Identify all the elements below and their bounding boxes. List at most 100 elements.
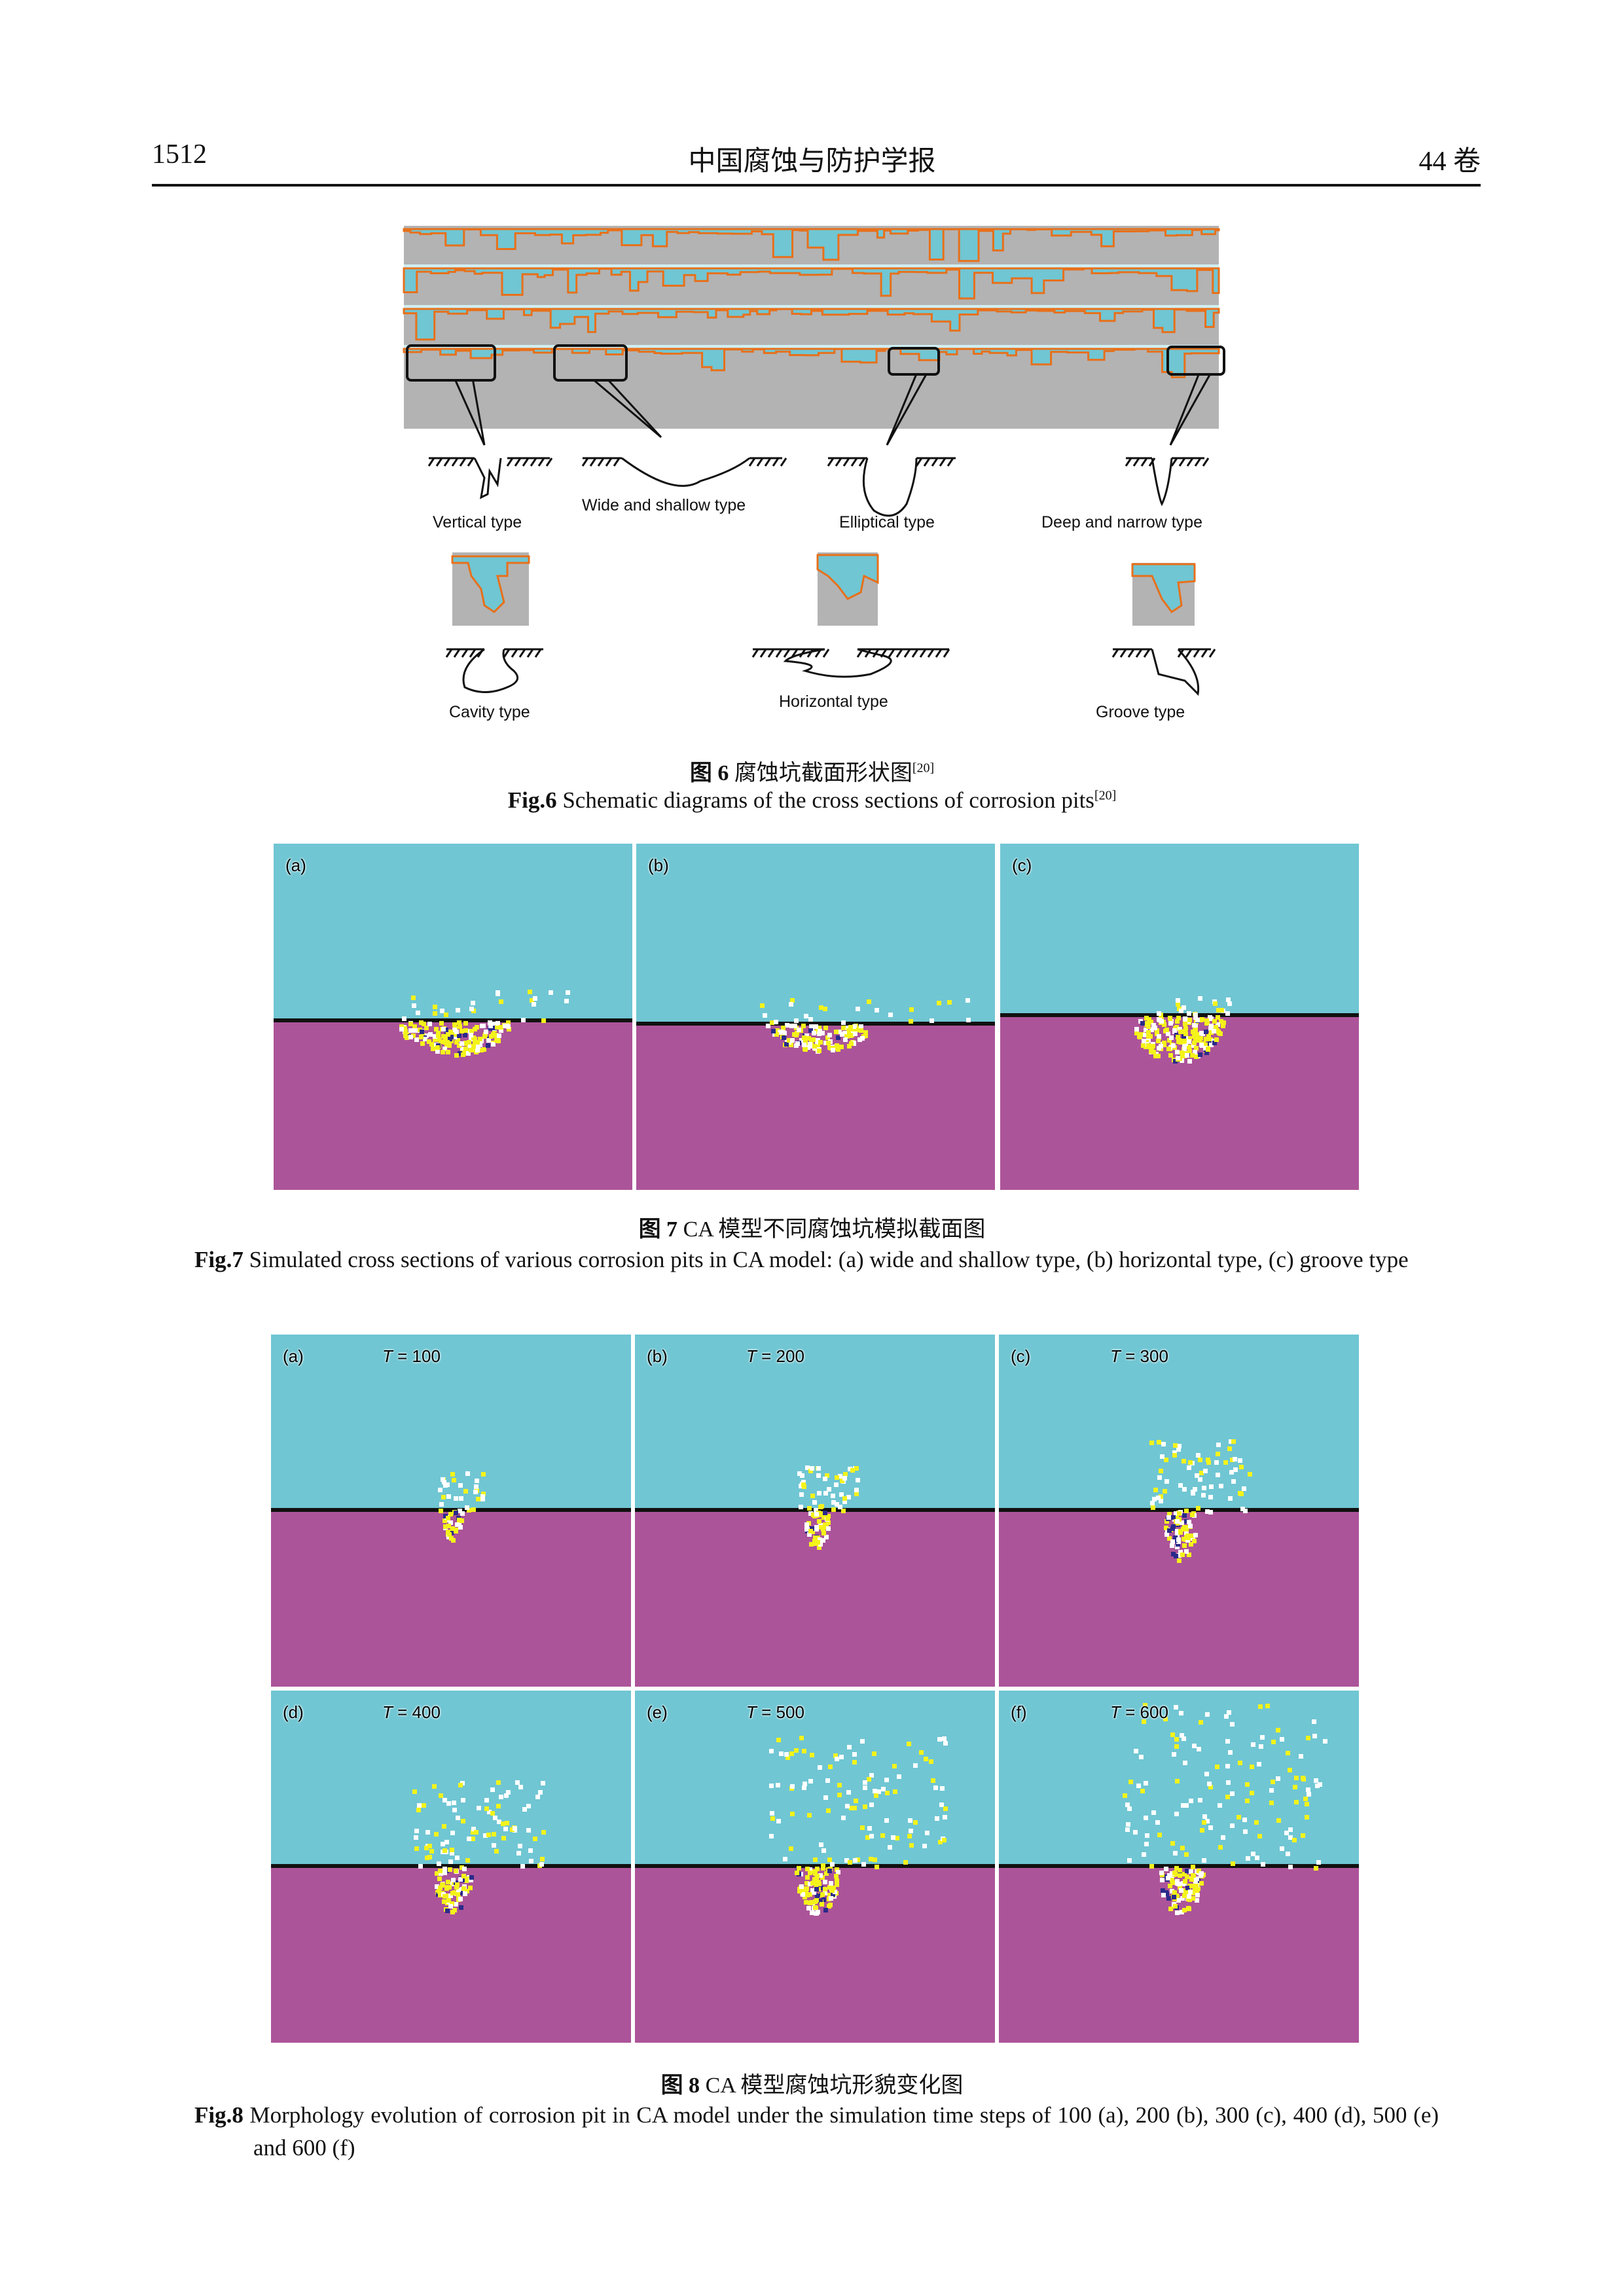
panel-label: (b) [648, 855, 669, 875]
caption-text: 腐蚀坑截面形状图 [734, 761, 912, 785]
journal-title: 中国腐蚀与防护学报 [688, 147, 936, 177]
metal-surface-line [636, 1022, 995, 1026]
panel-label: (e) [647, 1702, 668, 1722]
pit-sketch [473, 457, 502, 499]
time-step-label: T = 100 [382, 1346, 441, 1367]
fig8-panel-c: (c)T = 300 [999, 1335, 1359, 1687]
metal-surface-line [999, 1864, 1359, 1868]
pit-profile [403, 308, 1220, 341]
metal-region [274, 1020, 632, 1190]
fig7-caption-cn: 图 7 CA 模型不同腐蚀坑模拟截面图 [0, 1211, 1624, 1243]
callout-pointer [886, 374, 928, 446]
fig-number: Fig.7 [194, 1247, 244, 1272]
fig7-panel-c: (c) [1000, 844, 1359, 1190]
volume: 44 卷 [1418, 147, 1481, 177]
time-value: = 500 [761, 1702, 804, 1722]
fig-number: Fig.8 [194, 2102, 244, 2128]
panel-label: (c) [1011, 1346, 1031, 1366]
callout-pointer [454, 380, 486, 446]
callout-box [553, 344, 628, 382]
time-value: = 400 [397, 1702, 441, 1722]
time-variable: T [1110, 1346, 1121, 1366]
pit-profile [403, 348, 1220, 378]
fig6-caption-en: Fig.6 Schematic diagrams of the cross se… [0, 787, 1624, 814]
pit-sketch [621, 457, 750, 487]
callout-pointer [593, 379, 662, 439]
solution-region [636, 844, 995, 1024]
time-variable: T [1110, 1702, 1121, 1722]
surface-hatch [915, 457, 956, 467]
fig7-panel-a: (a) [274, 844, 632, 1190]
label-groove-type: Groove type [1096, 703, 1185, 721]
label-horizontal-type: Horizontal type [779, 692, 888, 711]
time-variable: T [382, 1346, 393, 1366]
panel-label: (a) [285, 855, 306, 875]
header-rule [152, 184, 1481, 187]
surface-hatch [427, 457, 475, 467]
solution-region [274, 844, 632, 1020]
fig-number: 图 7 [638, 1217, 678, 1242]
fig8-caption-en: Fig.8 Morphology evolution of corrosion … [194, 2099, 1439, 2164]
metal-surface-line [271, 1508, 631, 1512]
surface-hatch [445, 648, 484, 658]
solution-region [271, 1691, 631, 1866]
surface-hatch [856, 648, 950, 658]
surface-hatch [1170, 457, 1210, 467]
surface-hatch [1111, 648, 1152, 658]
label-deep-narrow-type: Deep and narrow type [1041, 513, 1202, 531]
solution-region [999, 1691, 1359, 1866]
callout-box [888, 347, 940, 376]
metal-surface-line [271, 1864, 631, 1868]
solution-region [1000, 844, 1359, 1015]
time-variable: T [746, 1346, 757, 1366]
pit-sketch [1151, 457, 1173, 507]
fig8-caption-cn: 图 8 CA 模型腐蚀坑形貌变化图 [0, 2067, 1624, 2099]
pit-profile [403, 228, 1220, 262]
surface-hatch [503, 648, 543, 658]
surface-hatch [506, 457, 553, 467]
surface-hatch [581, 457, 622, 467]
solution-region [999, 1335, 1359, 1510]
fig8-panel-a: (a)T = 100 [271, 1335, 631, 1687]
fig8-panel-f: (f) T = 600 [999, 1691, 1359, 2043]
solution-region [635, 1335, 995, 1510]
callout-box [1166, 346, 1225, 376]
solution-region [271, 1335, 631, 1510]
simulation-strip-image [404, 226, 1219, 429]
surface-hatch [827, 457, 867, 467]
time-step-label: T = 400 [382, 1702, 441, 1723]
reference: [20] [912, 761, 935, 776]
label-elliptical-type: Elliptical type [839, 513, 935, 531]
metal-surface-line [1000, 1013, 1359, 1017]
metal-surface-line [635, 1864, 995, 1868]
panel-label: (c) [1012, 855, 1032, 875]
page-number: 1512 [152, 139, 207, 170]
reference: [20] [1094, 788, 1117, 803]
fig8-panel-e: (e)T = 500 [635, 1691, 995, 2043]
pit-sketch [862, 457, 918, 517]
fig7-panel-b: (b) [636, 844, 995, 1190]
pit-sketch [462, 648, 519, 693]
surface-hatch [748, 457, 787, 467]
caption-text: CA 模型不同腐蚀坑模拟截面图 [683, 1217, 986, 1242]
panel-label: (b) [647, 1346, 668, 1366]
pit-profile [403, 267, 1220, 300]
caption-text: Morphology evolution of corrosion pit in… [249, 2102, 1439, 2161]
fig8-panel-b: (b) T = 200 [635, 1335, 995, 1687]
callout-pointer [1169, 374, 1211, 446]
time-value: = 600 [1125, 1702, 1168, 1722]
pit-sketch [783, 648, 892, 678]
caption-text: CA 模型腐蚀坑形貌变化图 [705, 2073, 964, 2098]
fig-number: 图 8 [660, 2073, 700, 2098]
pit-sketch [1151, 648, 1200, 696]
panel-label: (d) [283, 1702, 304, 1722]
panel-label: (f) [1011, 1702, 1027, 1722]
time-step-label: T = 600 [1110, 1702, 1168, 1723]
time-value: = 200 [761, 1346, 804, 1366]
metal-surface-line [274, 1018, 632, 1022]
time-step-label: T = 200 [746, 1346, 804, 1367]
caption-text: Schematic diagrams of the cross sections… [562, 787, 1094, 813]
label-wide-shallow-type: Wide and shallow type [582, 496, 746, 514]
fig-number: Fig.6 [507, 787, 557, 813]
